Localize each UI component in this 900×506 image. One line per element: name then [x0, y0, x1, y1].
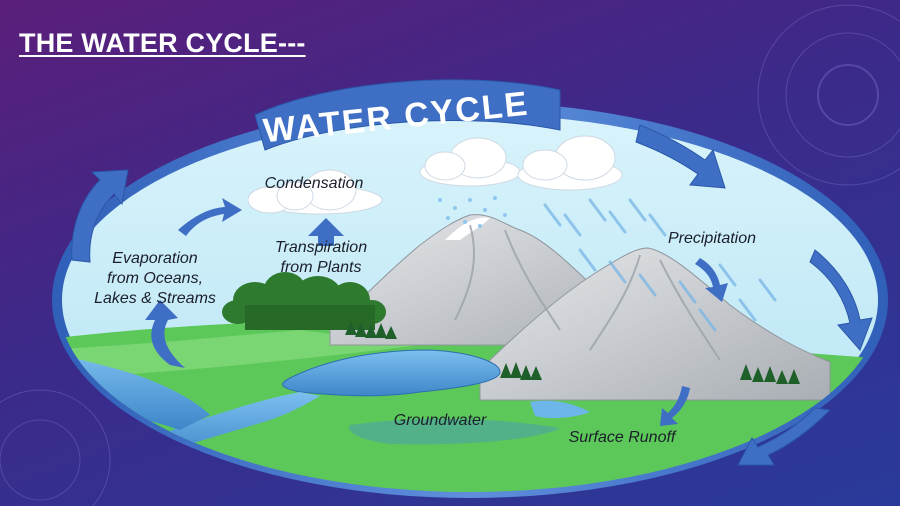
- slide-title: THE WATER CYCLE---: [19, 28, 306, 58]
- label-transpiration-line2: from Plants: [281, 259, 362, 276]
- arrow-ring-left: [71, 169, 129, 263]
- label-condensation: Condensation: [265, 175, 364, 192]
- cloud-rain: [419, 135, 623, 191]
- mountain-trees: [345, 321, 800, 384]
- flow-arrows: [145, 198, 728, 426]
- arrow-runoff-down: [660, 386, 690, 426]
- lake: [282, 349, 501, 397]
- label-groundwater: Groundwater: [394, 412, 487, 429]
- arrow-precipitation-down: [695, 258, 728, 302]
- stream-runoff: [530, 400, 590, 419]
- arrow-ring-bottom-right: [737, 407, 832, 466]
- background-decoration: [0, 4, 900, 506]
- label-precipitation: Precipitation: [668, 230, 756, 247]
- mountain-front: [479, 247, 831, 401]
- arrow-transpiration-up: [308, 218, 344, 246]
- arrow-evaporation-to-cloud: [178, 198, 242, 236]
- arrow-ring-right: [809, 249, 873, 351]
- label-evaporation-line3: Lakes & Streams: [94, 290, 216, 307]
- label-evaporation-line1: Evaporation: [112, 250, 197, 267]
- cloud-condensation: [247, 169, 383, 215]
- mountain-ridges: [454, 224, 721, 361]
- arrow-ring-top-right: [635, 124, 726, 189]
- ring-arrows: [71, 124, 873, 466]
- label-surface-runoff: Surface Runoff: [569, 429, 677, 446]
- rain-drops: [438, 196, 507, 228]
- grass-highlight: [58, 330, 420, 380]
- snow-cap: [445, 217, 490, 240]
- label-transpiration-line1: Transpiration: [275, 239, 367, 256]
- label-evaporation-line2: from Oceans,: [107, 270, 203, 287]
- rain-streaks: [543, 198, 777, 332]
- groundwater-layer: [349, 418, 560, 445]
- arrow-evaporation-up: [145, 300, 185, 368]
- banner-ribbon: [254, 79, 561, 151]
- forest: [222, 272, 386, 330]
